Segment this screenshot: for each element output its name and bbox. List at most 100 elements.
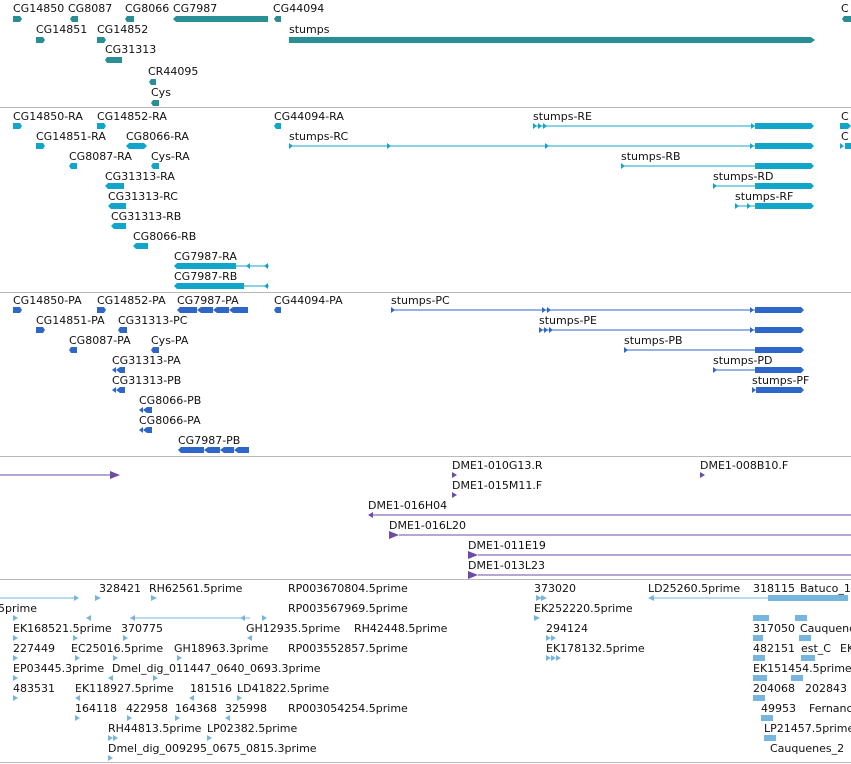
transcript-label[interactable]: CG31313-RB [111,210,182,223]
est-feature[interactable] [13,694,273,702]
est-label[interactable]: LD41822.5prime [237,682,330,695]
protein-feature[interactable] [36,326,46,334]
est-label[interactable]: Dmel_dig_011447_0640_0693.3prime [112,662,321,675]
protein-feature[interactable] [112,366,126,374]
transcript-label[interactable]: stumps-RC [289,130,349,143]
est-label[interactable]: EK [840,642,851,655]
transcript-label[interactable]: CG14852-RA [97,110,167,123]
protein-label[interactable]: CG8066-PB [139,394,202,407]
est-label[interactable]: RH62561.5prime [149,582,243,595]
protein-label[interactable]: CG14852-PA [97,294,166,307]
gene-label[interactable]: CG14851 [36,23,88,36]
est-label[interactable]: EK151454.5prime [753,662,851,675]
est-label[interactable]: RP003567969.5prime [288,602,408,615]
protein-label[interactable]: stumps-PB [624,334,683,347]
est-feature[interactable] [13,654,253,662]
clone-feature[interactable] [468,551,851,559]
protein-label[interactable]: CG31313-PB [112,374,182,387]
protein-label[interactable]: CG14851-PA [36,314,105,327]
est-label[interactable]: LD25260.5prime [648,582,741,595]
protein-label[interactable]: CG8087-PA [69,334,131,347]
gene-label[interactable]: CG14852 [97,23,149,36]
gene-label[interactable]: CG8087 [68,2,113,15]
est-label[interactable]: RP003054254.5prime [288,702,408,715]
protein-feature[interactable] [624,346,805,354]
est-label[interactable]: 164118 [75,702,117,715]
est-label[interactable]: GH18963.3prime [174,642,269,655]
est-feature[interactable] [13,634,263,642]
protein-feature[interactable] [713,366,805,374]
transcript-label[interactable]: CG14851-RA [36,130,106,143]
transcript-feature[interactable] [840,122,851,130]
clone-label[interactable]: DME1-013L23 [468,559,545,572]
transcript-label[interactable]: stumps-RD [713,170,774,183]
clone-feature[interactable] [368,511,851,519]
transcript-feature[interactable] [174,282,270,290]
protein-feature[interactable] [139,406,153,414]
protein-label[interactable]: CG14850-PA [13,294,82,307]
transcript-label[interactable]: CG31313-RC [108,190,178,203]
est-label[interactable]: EK118927.5prime [75,682,174,695]
clone-feature[interactable] [389,531,851,539]
protein-feature[interactable] [97,306,107,314]
protein-label[interactable]: CG31313-PC [118,314,188,327]
est-label[interactable]: EC25016.5prime [71,642,164,655]
protein-feature[interactable] [177,306,249,314]
protein-feature[interactable] [178,446,250,454]
protein-feature[interactable] [539,326,805,334]
transcript-feature[interactable] [274,122,282,130]
est-feature[interactable] [797,594,851,602]
gene-feature[interactable] [149,78,157,86]
transcript-label[interactable]: stumps-RB [621,150,681,163]
est-feature[interactable] [753,614,851,622]
est-label[interactable]: LP21457.5prime [764,722,851,735]
est-feature[interactable] [546,634,562,642]
est-label[interactable]: 422958 [126,702,168,715]
gene-feature[interactable] [97,36,107,44]
est-label[interactable]: RH44813.5prime [108,722,202,735]
protein-label[interactable]: CG44094-PA [274,294,343,307]
clone-label[interactable]: DME1-016L20 [389,519,466,532]
est-label[interactable]: 317050 [753,622,795,635]
transcript-feature[interactable] [621,162,815,170]
est-label[interactable]: 202843 [805,682,847,695]
gene-label[interactable]: CG7987 [173,2,218,15]
gene-feature[interactable] [151,99,160,107]
protein-feature[interactable] [391,306,805,314]
gene-feature[interactable] [173,15,269,23]
est-label[interactable]: est_C [801,642,831,655]
protein-feature[interactable] [752,386,805,394]
gene-label[interactable]: Cys [151,86,171,99]
protein-feature[interactable] [69,346,78,354]
est-label[interactable]: 373020 [534,582,576,595]
transcript-label[interactable]: CG8066-RB [133,230,197,243]
clone-label[interactable]: DME1-016H04 [368,499,448,512]
est-feature[interactable] [753,694,851,702]
est-label[interactable]: RP003670804.5prime [288,582,408,595]
clone-feature[interactable] [0,471,121,479]
est-feature[interactable] [75,714,255,722]
gene-label[interactable]: CR44095 [148,65,199,78]
est-feature[interactable] [108,734,228,742]
transcript-feature[interactable] [126,142,148,150]
est-feature[interactable] [0,614,270,622]
gene-label[interactable]: CG14850 [13,2,65,15]
transcript-label[interactable]: CG7987-RA [174,250,237,263]
est-label[interactable]: 325998 [225,702,267,715]
gene-feature[interactable] [36,36,46,44]
est-label[interactable]: 49953 [761,702,796,715]
transcript-label[interactable]: stumps-RF [735,190,794,203]
est-label[interactable]: EK178132.5prime [546,642,645,655]
transcript-feature[interactable] [13,122,23,130]
transcript-feature[interactable] [840,142,851,150]
protein-label[interactable]: stumps-PF [752,374,810,387]
protein-feature[interactable] [274,306,282,314]
transcript-feature[interactable] [735,202,815,210]
est-label[interactable]: Dmel_dig_009295_0675_0815.3prime [108,742,317,755]
transcript-feature[interactable] [108,202,127,210]
clone-label[interactable]: DME1-011E19 [468,539,546,552]
est-feature[interactable] [546,654,562,662]
gene-label[interactable]: CG8066 [125,2,170,15]
est-feature[interactable] [764,734,851,742]
clone-label[interactable]: DME1-015M11.F [452,479,543,492]
